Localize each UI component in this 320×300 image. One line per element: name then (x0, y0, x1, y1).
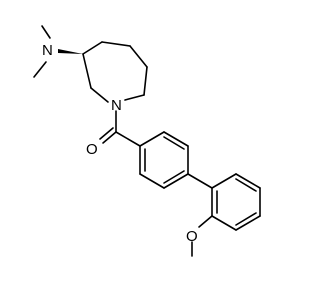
amide-carbonyl (99, 110, 141, 147)
methoxy-oxygen-label: O (186, 228, 198, 245)
ring-bond (101, 41, 131, 47)
ring-nitrogen-label: N (111, 97, 122, 114)
aromatic-inner-bond (163, 170, 185, 184)
aryl-oxygen-bond (198, 215, 213, 228)
aromatic-inner-bond (235, 178, 257, 192)
azepane-ring (82, 41, 148, 103)
ring-bond (235, 215, 261, 231)
ring-bond (90, 87, 109, 103)
carbonyl-oxygen-label: O (86, 141, 98, 158)
dimethylamino-group (33, 25, 83, 78)
ring-bond (143, 66, 148, 96)
ring-bond (124, 94, 145, 101)
methoxyphenyl-ring (211, 173, 261, 231)
ring-bond (129, 45, 148, 68)
aromatic-inner-bond (163, 136, 185, 150)
aromatic-inner-bond (235, 212, 257, 226)
ring-bond (211, 215, 237, 231)
ring-bond (211, 173, 237, 189)
methoxy-group (191, 215, 213, 257)
amine-nitrogen-label: N (42, 42, 53, 59)
ring-bond (163, 173, 189, 189)
methyl-bond-upper (41, 25, 51, 39)
ring-bond (235, 173, 261, 189)
ring-bond (163, 131, 189, 147)
biaryl-bond (187, 173, 213, 189)
benzene-ring (139, 131, 189, 189)
ring-bond (82, 53, 92, 89)
stereo-wedge-bond (58, 49, 83, 54)
carbonyl-double-bond-a (102, 131, 117, 144)
ring-bond (139, 173, 165, 189)
ring-bond (139, 131, 165, 147)
carbonyl-double-bond-b (99, 127, 114, 140)
molecule-structure: N N O O (33, 25, 261, 257)
methyl-bond-lower (33, 61, 47, 78)
ring-bond (82, 41, 103, 55)
carbonyl-aryl-bond (115, 131, 141, 147)
